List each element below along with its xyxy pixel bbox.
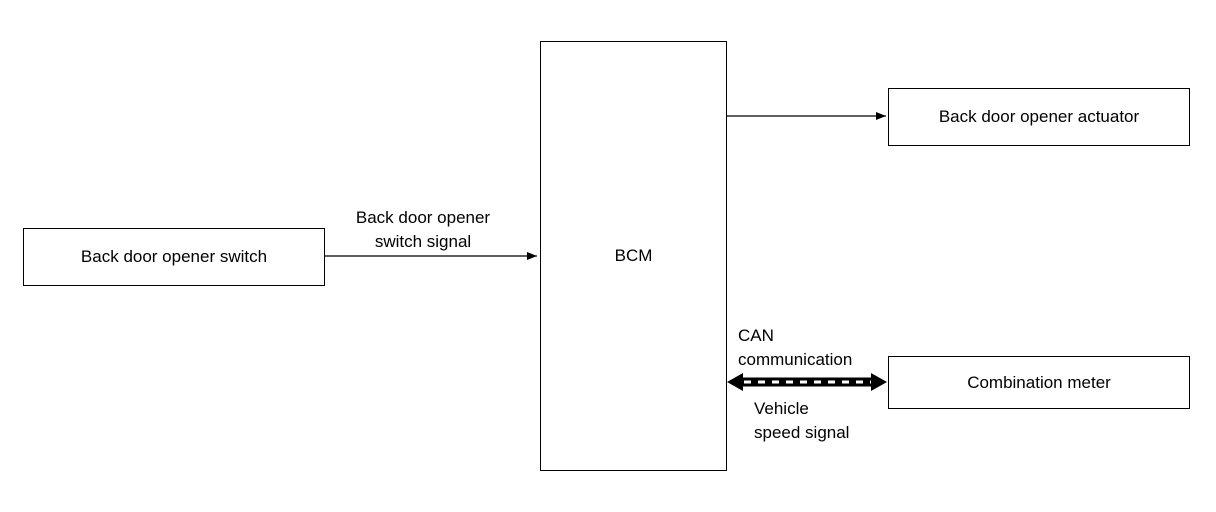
- switch-signal-line2: switch signal: [374, 232, 472, 251]
- can-communication-label: CAN communication: [738, 324, 852, 372]
- switch-label: Back door opener switch: [80, 247, 268, 266]
- combination-meter-block: Combination meter: [888, 356, 1190, 409]
- speed-line2: speed signal: [754, 423, 850, 442]
- vehicle-speed-signal-label: Vehicle speed signal: [754, 397, 849, 445]
- speed-line1: Vehicle: [754, 399, 809, 418]
- bcm-label: BCM: [614, 246, 653, 265]
- switch-signal-line1: Back door opener: [355, 208, 491, 227]
- can-bus-line: [727, 373, 887, 391]
- bcm-block: BCM: [540, 41, 727, 471]
- meter-label: Combination meter: [967, 372, 1111, 392]
- actuator-label: Back door opener actuator: [938, 107, 1140, 126]
- back-door-opener-switch-block: Back door opener switch: [23, 228, 325, 286]
- can-line1: CAN: [738, 326, 774, 345]
- switch-signal-label: Back door opener switch signal: [328, 206, 518, 254]
- back-door-opener-actuator-block: Back door opener actuator: [888, 88, 1190, 146]
- can-line2: communication: [738, 350, 853, 369]
